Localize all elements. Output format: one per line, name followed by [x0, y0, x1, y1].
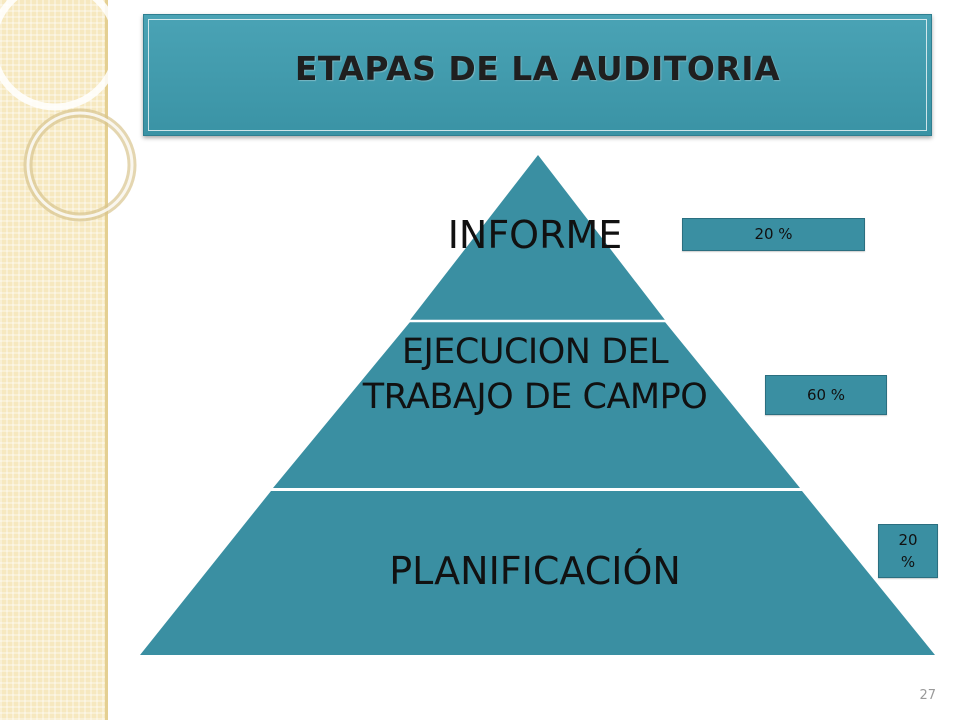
title-banner-frame: ETAPAS DE LA AUDITORIA: [148, 19, 927, 131]
title-banner: ETAPAS DE LA AUDITORIA: [143, 14, 932, 136]
pyramid-tier-middle: [273, 322, 800, 488]
percent-badge-planificacion-text: 20 %: [898, 531, 918, 571]
tier-label-ejecucion: EJECUCION DEL TRABAJO DE CAMPO: [362, 332, 708, 417]
pyramid-tier-bottom: [140, 491, 935, 655]
pyramid-tier-top: [410, 155, 665, 320]
side-strip-border: [105, 0, 108, 720]
percent-badge-ejecucion: 60 %: [765, 375, 887, 415]
tier-label-informe: INFORME: [447, 213, 623, 257]
decorative-rings-icon: [0, 0, 137, 222]
tier-label-planificacion: PLANIFICACIÓN: [389, 549, 681, 593]
slide-title: ETAPAS DE LA AUDITORIA: [294, 48, 781, 88]
percent-badge-planificacion: 20 %: [878, 524, 938, 578]
percent-badge-informe: 20 %: [682, 218, 865, 251]
page-number: 27: [919, 688, 936, 703]
